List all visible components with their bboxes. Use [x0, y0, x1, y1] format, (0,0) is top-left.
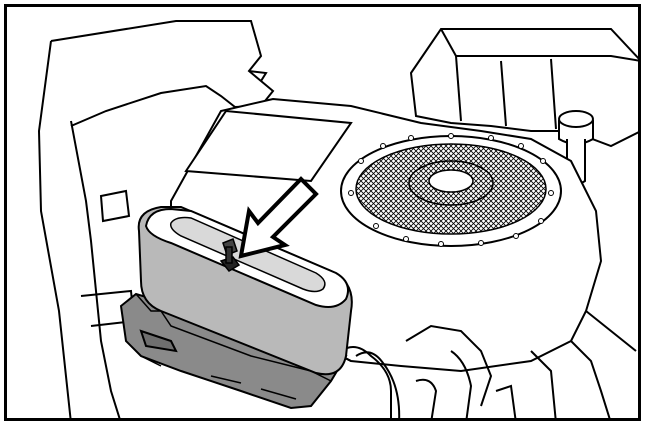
fan-screen-icon	[340, 133, 562, 247]
engine-lower-details	[340, 310, 637, 418]
arrow-indicator-icon	[238, 176, 319, 259]
engine-drawing	[37, 20, 638, 418]
illustration-frame	[4, 4, 641, 421]
wing-nut-icon	[219, 238, 241, 272]
